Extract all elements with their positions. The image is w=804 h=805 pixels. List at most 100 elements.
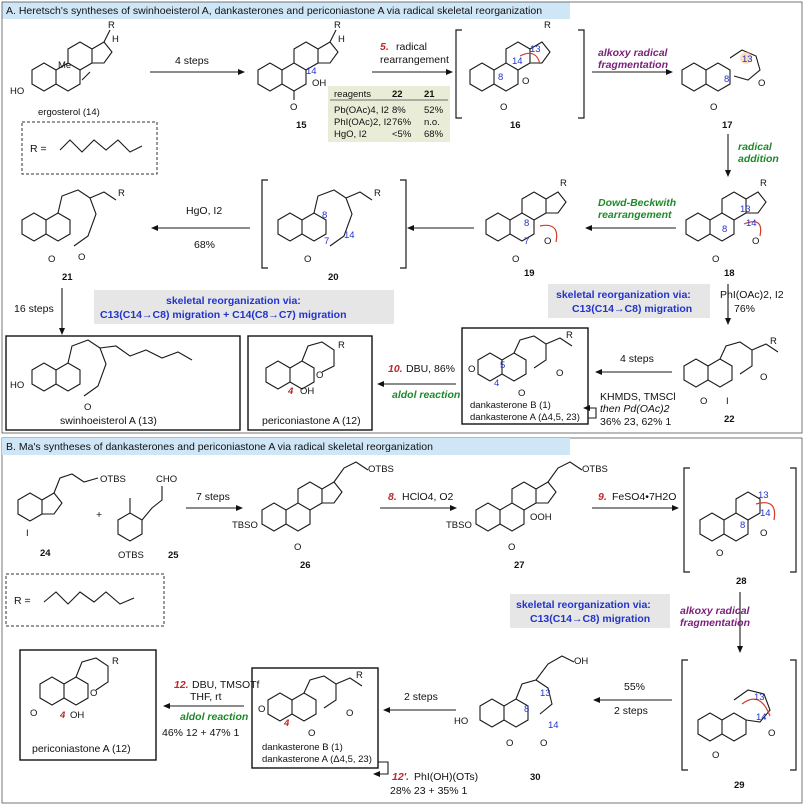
svg-text:Me: Me xyxy=(58,60,71,71)
svg-text:alkoxy radical: alkoxy radical xyxy=(598,47,669,59)
compound-22-structure: R O I O xyxy=(683,336,779,407)
svg-text:OTBS: OTBS xyxy=(582,464,608,475)
svg-text:30: 30 xyxy=(530,772,541,783)
section-a-title: A. Heretsch's syntheses of swinhoeistero… xyxy=(6,5,542,17)
svg-text:5: 5 xyxy=(500,360,505,371)
svg-text:O: O xyxy=(316,370,323,381)
dankasterone-structure-b: R O 4 O O xyxy=(258,670,363,739)
svg-text:O: O xyxy=(30,708,37,719)
dankasterone-structure-a: R O 4 5 O O xyxy=(468,330,573,399)
periconiastone-box-a xyxy=(247,335,373,431)
section-b-title: B. Ma's syntheses of dankasterones and p… xyxy=(6,441,433,453)
svg-text:R: R xyxy=(544,20,551,31)
svg-text:OTBS: OTBS xyxy=(118,550,144,561)
table-cell: <5% xyxy=(392,129,412,140)
svg-text:R =: R = xyxy=(14,595,31,607)
table-cell: HgO, I2 xyxy=(334,129,367,140)
svg-text:O: O xyxy=(556,368,563,379)
svg-text:CHO: CHO xyxy=(156,474,177,485)
svg-text:H: H xyxy=(112,34,119,45)
swinhoeisterol-box xyxy=(5,335,241,431)
compound-24-structure: OTBS I xyxy=(17,473,126,539)
svg-text:R: R xyxy=(112,656,119,667)
svg-text:O: O xyxy=(304,254,311,265)
compound-29-structure: 13 14 O O xyxy=(697,689,775,761)
svg-text:skeletal reorganization via:: skeletal reorganization via: xyxy=(556,289,691,301)
compound-17-structure: 13 8 O O xyxy=(681,49,765,113)
svg-text:HClO4, O2: HClO4, O2 xyxy=(402,491,454,503)
svg-text:8: 8 xyxy=(498,72,503,83)
svg-text:aldol reaction: aldol reaction xyxy=(180,711,248,723)
periconiastone-structure-b: R O OH 4 O xyxy=(30,656,119,721)
svg-text:O: O xyxy=(712,254,719,265)
periconiastone-structure-a: R O OH 4 xyxy=(265,340,345,397)
svg-text:4: 4 xyxy=(59,710,66,721)
svg-text:14: 14 xyxy=(746,218,757,229)
svg-text:R: R xyxy=(560,178,567,189)
svg-text:dankasterone A (Δ4,5, 23): dankasterone A (Δ4,5, 23) xyxy=(262,754,372,765)
svg-text:R: R xyxy=(566,330,573,341)
svg-text:O: O xyxy=(308,728,315,739)
svg-text:THF, rt: THF, rt xyxy=(190,691,222,703)
compound-21-structure: R O O xyxy=(21,188,125,265)
svg-text:14: 14 xyxy=(306,66,317,77)
svg-text:periconiastone A (12): periconiastone A (12) xyxy=(32,743,131,755)
svg-text:14: 14 xyxy=(512,56,523,67)
svg-text:16 steps: 16 steps xyxy=(14,303,54,315)
svg-text:HO: HO xyxy=(10,380,24,391)
table-cell: n.o. xyxy=(424,117,440,128)
svg-text:14: 14 xyxy=(344,230,355,241)
svg-text:8.: 8. xyxy=(388,491,397,503)
svg-text:HO: HO xyxy=(10,86,24,97)
svg-text:8: 8 xyxy=(524,218,529,229)
svg-text:aldol reaction: aldol reaction xyxy=(392,389,460,401)
svg-text:+: + xyxy=(96,509,102,521)
svg-text:O: O xyxy=(506,738,513,749)
svg-text:4 steps: 4 steps xyxy=(620,353,654,365)
skeletal-box-a xyxy=(94,290,394,324)
svg-text:O: O xyxy=(468,364,475,375)
svg-text:O: O xyxy=(522,76,529,87)
svg-text:18: 18 xyxy=(724,268,735,279)
svg-text:H: H xyxy=(338,34,345,45)
swinhoeisterol-structure: HO O xyxy=(10,339,193,413)
svg-text:14: 14 xyxy=(760,508,771,519)
svg-text:O: O xyxy=(78,252,85,263)
svg-text:KHMDS, TMSCl: KHMDS, TMSCl xyxy=(600,391,676,403)
svg-text:rearrangement: rearrangement xyxy=(598,209,672,221)
svg-text:68%: 68% xyxy=(194,239,215,251)
bracket-29-left xyxy=(681,659,688,771)
svg-text:25: 25 xyxy=(168,550,179,561)
svg-text:O: O xyxy=(752,236,759,247)
compound-25-structure: CHO OTBS xyxy=(117,474,177,561)
svg-text:O: O xyxy=(294,542,301,553)
svg-text:O: O xyxy=(700,396,707,407)
svg-text:O: O xyxy=(518,388,525,399)
svg-text:8: 8 xyxy=(740,520,745,531)
compound-28-structure: 13 14 8 O O xyxy=(699,490,776,559)
svg-text:R: R xyxy=(334,20,341,31)
svg-text:76%: 76% xyxy=(734,303,755,315)
arrow-step-12-prime xyxy=(378,761,389,775)
svg-text:19: 19 xyxy=(524,268,535,279)
svg-text:2 steps: 2 steps xyxy=(614,705,648,717)
svg-text:OOH: OOH xyxy=(530,512,552,523)
svg-text:10.: 10. xyxy=(388,363,403,375)
svg-text:R: R xyxy=(760,178,767,189)
svg-text:HgO, I2: HgO, I2 xyxy=(186,205,222,217)
reagent-table xyxy=(328,86,450,142)
svg-text:rearrangement: rearrangement xyxy=(380,54,449,66)
dankasterone-box-a xyxy=(461,327,589,425)
svg-text:dankasterone B (1): dankasterone B (1) xyxy=(262,742,343,753)
table-header: 21 xyxy=(424,89,435,100)
periconiastone-box-b xyxy=(19,649,157,761)
table-cell: 52% xyxy=(424,105,444,116)
r-group-box-a xyxy=(21,121,158,175)
r-group-chain-b xyxy=(43,591,135,605)
svg-text:R: R xyxy=(770,336,777,347)
svg-text:24: 24 xyxy=(40,548,51,559)
svg-text:O: O xyxy=(760,372,767,383)
svg-text:22: 22 xyxy=(724,414,735,425)
svg-text:alkoxy radical: alkoxy radical xyxy=(680,605,751,617)
